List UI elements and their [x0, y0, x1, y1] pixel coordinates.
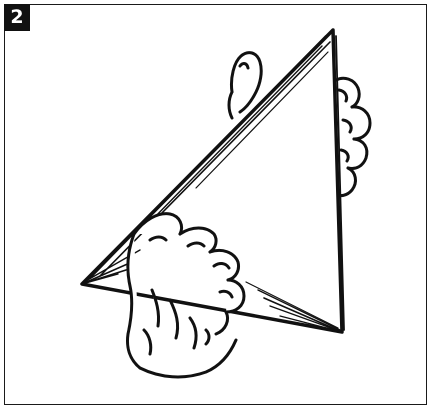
- paper-triangle: [82, 30, 344, 332]
